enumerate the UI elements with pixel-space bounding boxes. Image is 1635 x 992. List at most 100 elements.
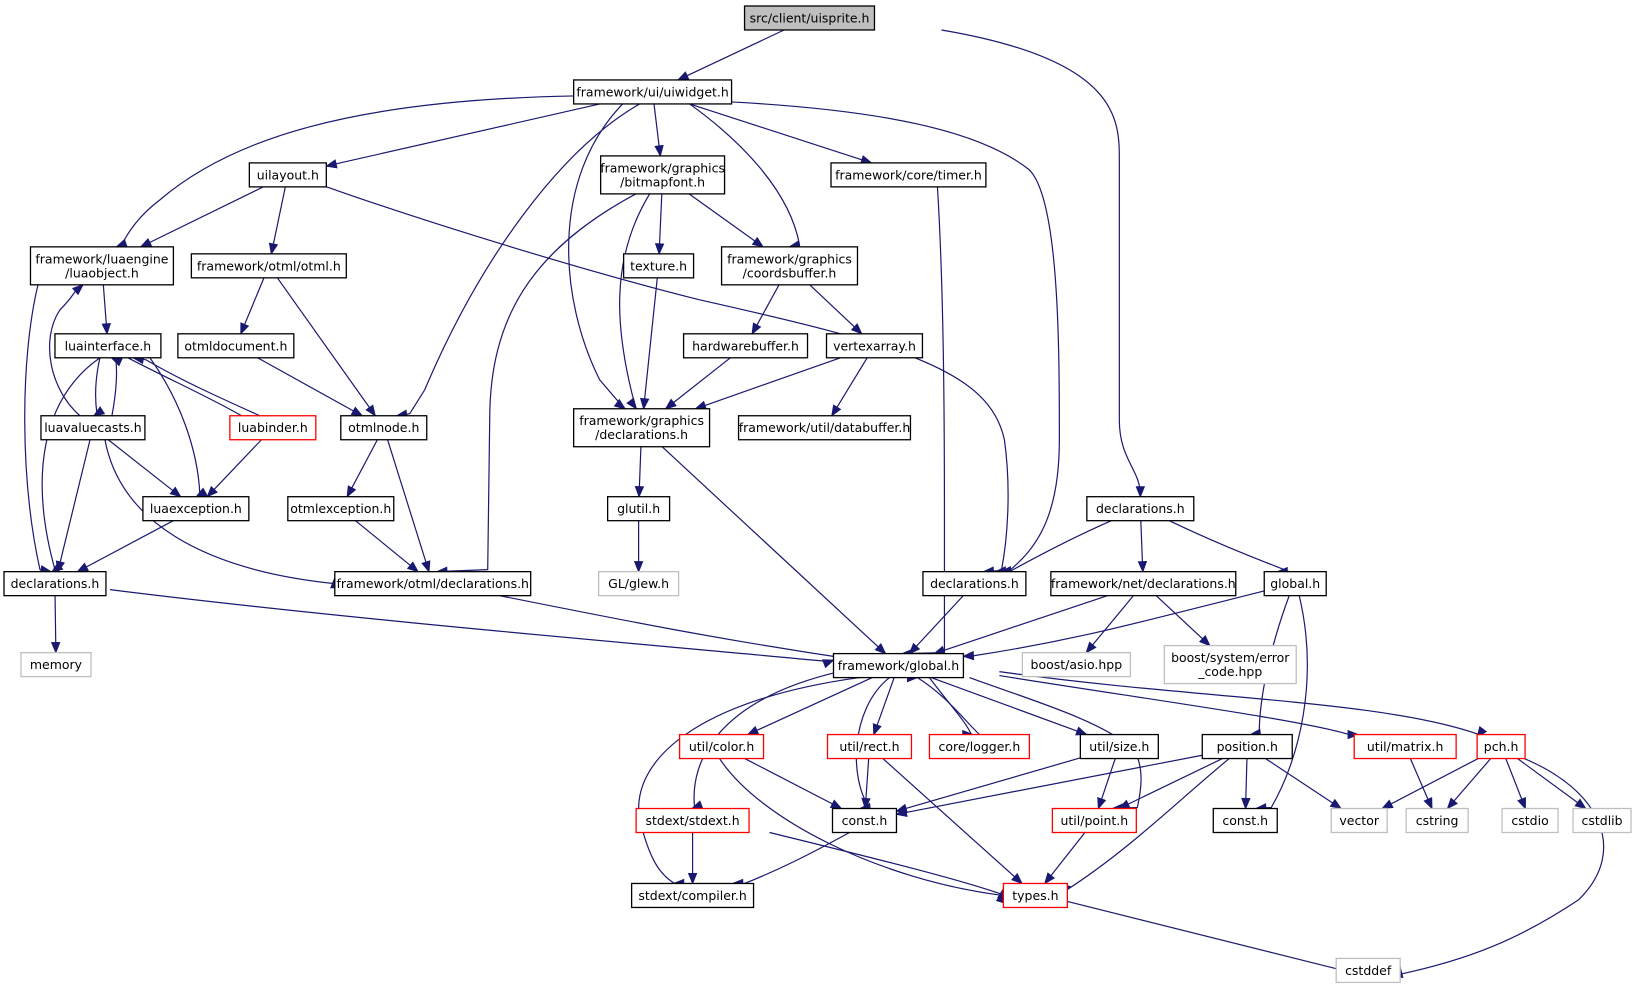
node-cdecl[interactable]: declarations.h — [922, 571, 1027, 597]
node-stdext[interactable]: stdext/stdext.h — [635, 807, 750, 834]
edge-luainterface-to-luabinder — [127, 357, 250, 426]
node-const1[interactable]: const.h — [831, 807, 898, 834]
node-udecl[interactable]: declarations.h — [1086, 496, 1195, 522]
node-types[interactable]: types.h — [1002, 882, 1069, 909]
arrowhead — [895, 807, 908, 817]
node-luabinder[interactable]: luabinder.h — [229, 415, 317, 441]
edge-luavaluecasts-to-luaobject — [49, 283, 84, 417]
edge-line — [276, 277, 376, 417]
edge-stdext-to-types — [769, 831, 1007, 900]
node-coordsbuffer[interactable]: framework/graphics/coordsbuffer.h — [720, 246, 859, 286]
node-size[interactable]: util/size.h — [1079, 733, 1159, 760]
node-label: cstddef — [1345, 963, 1392, 978]
edge-vertexarray-to-databuffer — [831, 357, 868, 417]
edge-line — [1517, 758, 1587, 809]
node-cstring[interactable]: cstring — [1405, 807, 1469, 834]
node-cstdio[interactable]: cstdio — [1501, 807, 1559, 834]
node-position[interactable]: position.h — [1201, 733, 1293, 760]
arrowhead — [50, 642, 61, 654]
node-cstdlib[interactable]: cstdlib — [1572, 807, 1632, 834]
node-logger[interactable]: core/logger.h — [928, 733, 1031, 760]
arrowhead — [861, 797, 871, 810]
node-matrix[interactable]: util/matrix.h — [1353, 733, 1457, 760]
edge-luaexception-to-ldecl — [76, 520, 174, 573]
node-const2[interactable]: const.h — [1212, 807, 1278, 834]
node-databuffer[interactable]: framework/util/databuffer.h — [737, 415, 912, 441]
edge-line — [116, 95, 575, 248]
node-box — [334, 571, 532, 597]
node-box — [3, 571, 107, 597]
edge-line — [111, 357, 118, 416]
node-glew[interactable]: GL/glew.h — [597, 571, 680, 597]
node-label: framework/global.h — [838, 658, 959, 673]
edge-uisprite-to-uiwidget — [676, 29, 785, 81]
edge-luavaluecasts-to-ldecl — [55, 439, 91, 573]
node-label: framework/graphics — [727, 251, 852, 266]
node-pch[interactable]: pch.h — [1476, 733, 1526, 760]
node-cstddef[interactable]: cstddef — [1335, 957, 1401, 984]
node-label: framework/ui/uiwidget.h — [576, 84, 728, 99]
node-box — [1501, 807, 1559, 834]
node-vertexarray[interactable]: vertexarray.h — [825, 333, 924, 359]
node-globalh[interactable]: global.h — [1263, 571, 1327, 597]
node-fglobal[interactable]: framework/global.h — [832, 652, 965, 679]
node-box — [177, 333, 295, 359]
node-uisprite[interactable]: src/client/uisprite.h — [743, 5, 876, 31]
edge-line — [689, 103, 872, 164]
node-odecl[interactable]: framework/otml/declarations.h — [334, 571, 532, 597]
node-label: util/size.h — [1089, 739, 1149, 754]
edge-line — [140, 186, 264, 248]
node-label: /declarations.h — [595, 427, 688, 442]
arrowhead — [1075, 726, 1088, 736]
node-luainterface[interactable]: luainterface.h — [54, 333, 162, 359]
edge-size-to-const1 — [895, 757, 1081, 813]
edge-rect-to-const1 — [861, 758, 871, 810]
node-timer[interactable]: framework/core/timer.h — [830, 162, 987, 188]
node-compiler[interactable]: stdext/compiler.h — [630, 882, 755, 909]
node-texture[interactable]: texture.h — [622, 253, 695, 279]
node-luaexception[interactable]: luaexception.h — [142, 496, 250, 522]
node-box — [922, 571, 1027, 597]
node-color[interactable]: util/color.h — [678, 733, 765, 760]
arrowhead — [195, 487, 208, 498]
edge-line — [643, 277, 658, 409]
node-gdecl[interactable]: framework/graphics/declarations.h — [573, 408, 711, 448]
node-otmlnode[interactable]: otmlnode.h — [340, 415, 428, 441]
node-rect[interactable]: util/rect.h — [826, 733, 913, 760]
edge-fglobal-to-rect — [872, 677, 895, 736]
node-hardwarebuffer[interactable]: hardwarebuffer.h — [682, 333, 809, 359]
arrowhead — [1423, 797, 1433, 810]
node-label: luainterface.h — [65, 338, 152, 353]
node-label: stdext/stdext.h — [645, 813, 739, 828]
node-glutil[interactable]: glutil.h — [606, 496, 671, 522]
node-ldecl[interactable]: declarations.h — [3, 571, 107, 597]
edge-odecl-to-fglobal — [499, 595, 855, 663]
node-otmldocument[interactable]: otmldocument.h — [177, 333, 295, 359]
node-label: /luaobject.h — [65, 265, 139, 280]
node-memory[interactable]: memory — [20, 651, 92, 678]
edge-line — [677, 29, 785, 81]
node-label: vertexarray.h — [833, 338, 916, 353]
arrowhead — [1574, 798, 1587, 810]
edge-line — [909, 595, 964, 655]
node-bitmapfont[interactable]: framework/graphics/bitmapfont.h — [599, 155, 726, 195]
node-otmlexception[interactable]: otmlexception.h — [287, 496, 395, 522]
edge-bitmapfont-to-texture — [654, 193, 665, 256]
node-box — [573, 408, 711, 448]
node-label: pch.h — [1484, 739, 1519, 754]
node-asio[interactable]: boost/asio.hpp — [1021, 651, 1131, 678]
node-otml[interactable]: framework/otml/otml.h — [190, 253, 347, 279]
node-errcode[interactable]: boost/system/error_code.hpp — [1163, 644, 1297, 685]
edge-matrix-to-cstring — [1409, 758, 1433, 810]
edge-line — [689, 103, 801, 248]
node-luavaluecasts[interactable]: luavaluecasts.h — [40, 415, 146, 441]
node-box — [1021, 651, 1131, 678]
node-ndecl[interactable]: framework/net/declarations.h — [1050, 571, 1237, 597]
node-label: otmlexception.h — [290, 501, 391, 516]
node-uilayout[interactable]: uilayout.h — [248, 162, 327, 188]
node-vector[interactable]: vector — [1330, 807, 1388, 834]
node-uiwidget[interactable]: framework/ui/uiwidget.h — [573, 79, 733, 105]
node-point[interactable]: util/point.h — [1051, 807, 1137, 834]
node-box — [826, 733, 913, 760]
node-luaobject[interactable]: framework/luaengine/luaobject.h — [29, 246, 175, 286]
